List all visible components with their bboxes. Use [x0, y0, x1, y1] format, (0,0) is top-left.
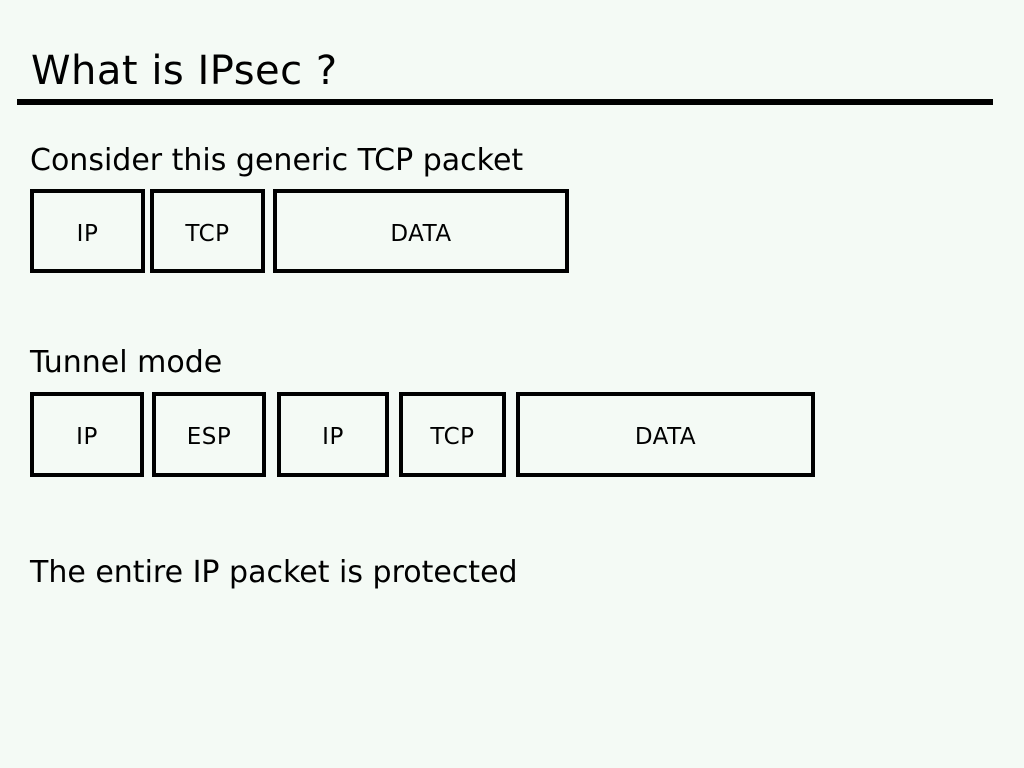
packet-box-label: TCP — [430, 424, 475, 450]
packet-box-tcp: TCP — [150, 189, 265, 273]
packet-box-label: DATA — [634, 424, 697, 450]
packet-box-data: DATA — [273, 189, 569, 273]
packet-box-data: DATA — [516, 392, 815, 477]
packet-box-label: TCP — [185, 220, 230, 247]
title-underline-rule — [17, 99, 993, 105]
footer-note: The entire IP packet is protected — [30, 555, 518, 590]
packet-box-inner-ip: IP — [277, 392, 389, 477]
packet-box-label: IP — [322, 424, 344, 450]
packet-box-tcp: TCP — [399, 392, 506, 477]
packet-box-label: ESP — [186, 424, 232, 450]
section-caption-tunnel-mode: Tunnel mode — [30, 345, 223, 380]
section-caption-generic-packet: Consider this generic TCP packet — [30, 143, 524, 178]
packet-box-ip: IP — [30, 189, 145, 273]
packet-box-label: IP — [76, 220, 99, 247]
packet-box-label: IP — [76, 424, 98, 450]
packet-box-label: DATA — [390, 220, 452, 247]
packet-box-esp: ESP — [152, 392, 266, 477]
packet-box-outer-ip: IP — [30, 392, 144, 477]
slide-title: What is IPsec ? — [31, 48, 338, 94]
